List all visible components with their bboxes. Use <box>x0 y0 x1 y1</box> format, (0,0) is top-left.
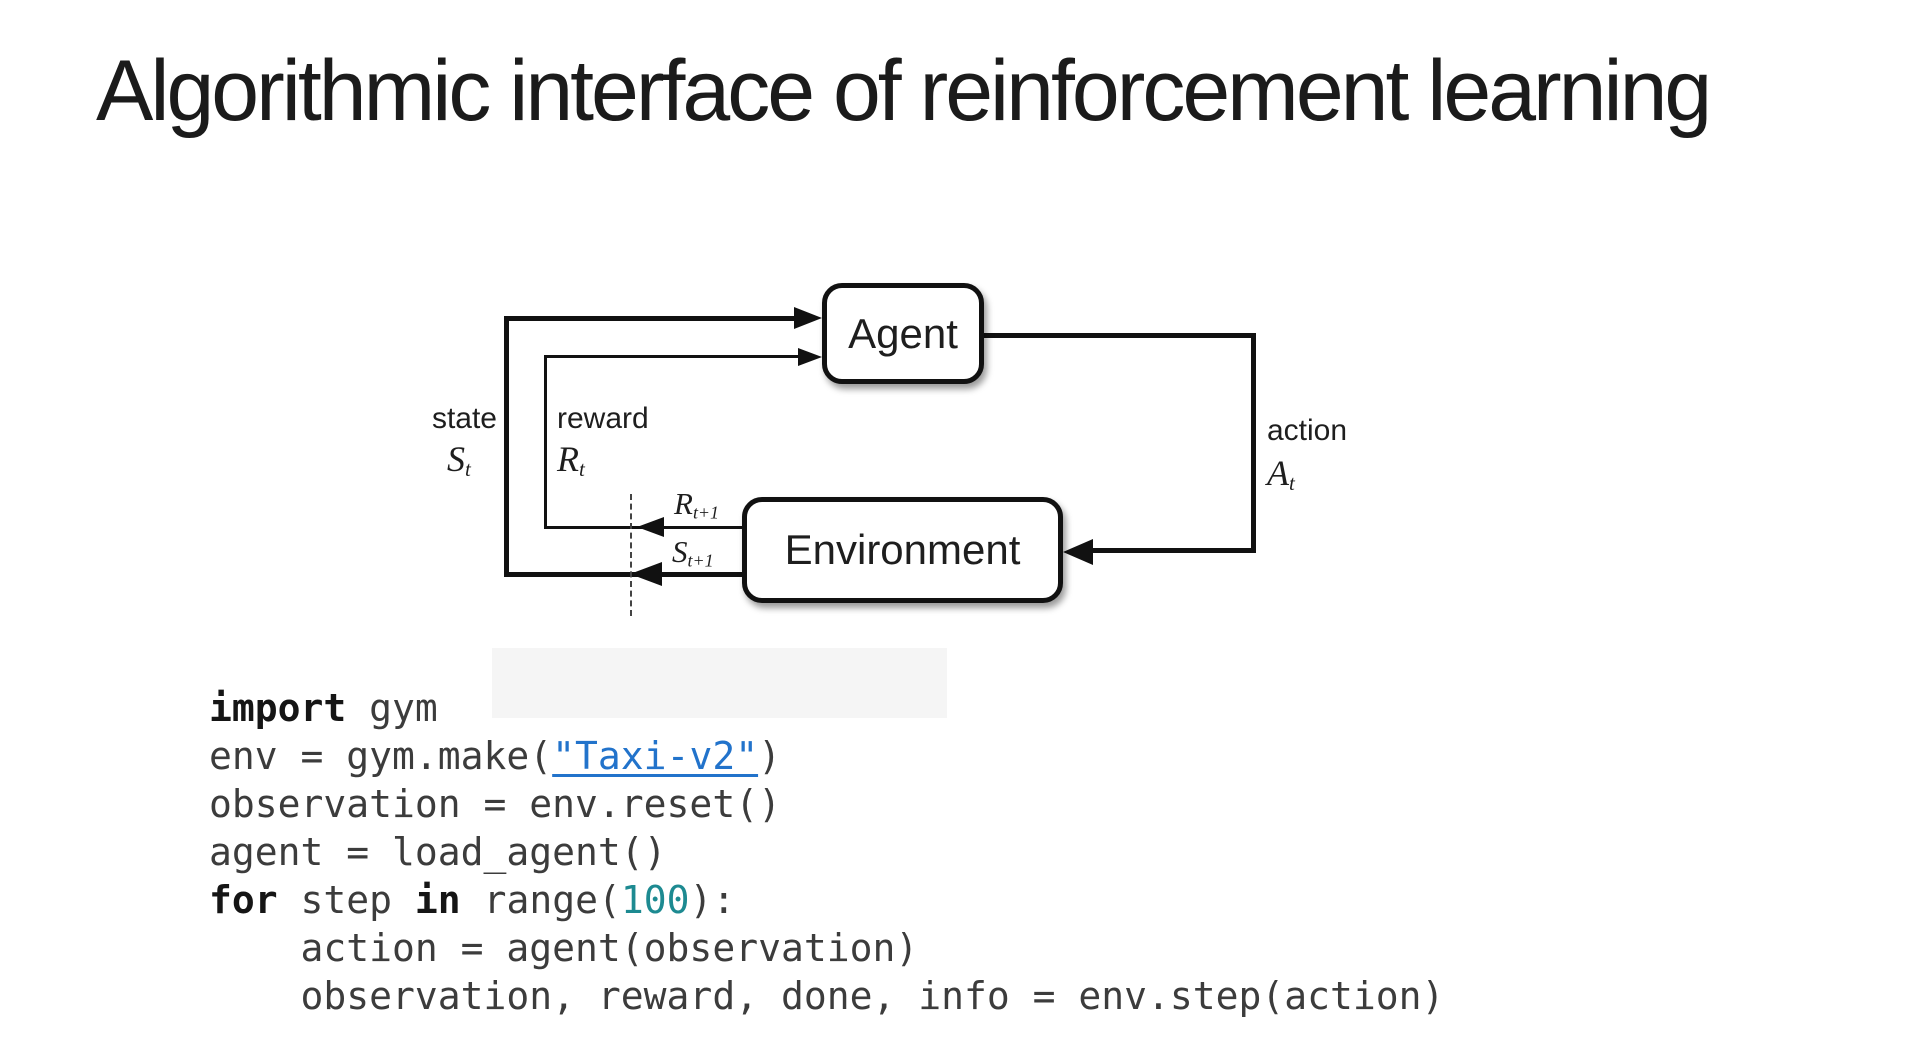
code-token-plain: observation = env.reset() <box>209 782 781 826</box>
reward-label: reward <box>557 402 649 435</box>
reward-line-top <box>544 355 798 358</box>
agent-node-label: Agent <box>848 309 958 357</box>
page-title: Algorithmic interface of reinforcement l… <box>96 43 1712 139</box>
environment-node: Environment <box>742 497 1063 603</box>
code-token-plain: ) <box>758 734 781 778</box>
code-line: observation, reward, done, info = env.st… <box>209 972 1445 1020</box>
environment-node-label: Environment <box>784 526 1021 573</box>
code-token-keyword: in <box>414 878 461 922</box>
code-line: for step in range(100): <box>209 876 1444 924</box>
code-token-keyword: for <box>209 878 278 922</box>
action-arrowhead-into-environment <box>1063 539 1093 565</box>
reward-subscript: t <box>579 457 585 482</box>
action-line-vertical <box>1251 333 1256 553</box>
state-line-vertical <box>504 316 509 577</box>
reward-line-vertical <box>544 355 547 529</box>
code-line: action = agent(observation) <box>209 924 1444 972</box>
next-state-line <box>504 572 743 577</box>
time-step-divider-dashed-line <box>630 494 632 616</box>
code-line: env = gym.make("Taxi-v2") <box>209 732 1444 780</box>
code-token-plain: env = gym.make( <box>209 734 553 778</box>
next-reward-subscript: t+1 <box>692 502 720 523</box>
next-state-symbol: St+1 <box>672 534 714 571</box>
code-line: agent = load_agent() <box>209 828 1444 876</box>
code-token-number: 100 <box>620 878 690 922</box>
reward-arrowhead-into-agent <box>798 348 822 366</box>
action-symbol: At <box>1267 453 1295 496</box>
code-token-plain: range( <box>460 878 621 922</box>
next-reward-symbol: Rt+1 <box>674 486 720 523</box>
code-token-plain: agent = load_agent() <box>209 830 667 874</box>
action-subscript: t <box>1289 471 1295 496</box>
taxi-v2-link[interactable]: "Taxi-v2" <box>552 734 759 778</box>
action-line-bottom <box>1093 548 1256 553</box>
code-line: observation = env.reset() <box>209 780 1444 828</box>
code-background-artifact <box>492 648 947 718</box>
code-line: import gym <box>209 684 1444 732</box>
state-line-top <box>504 316 794 321</box>
code-token-plain: action = agent(observation) <box>209 926 919 970</box>
code-token-plain: gym <box>346 686 438 730</box>
next-reward-arrowhead <box>637 517 664 537</box>
code-token-plain: ): <box>689 878 736 922</box>
next-state-arrowhead <box>630 562 662 586</box>
action-line-top <box>984 333 1256 338</box>
state-arrowhead-into-agent <box>794 307 822 329</box>
code-token-plain: observation, reward, done, info = env.st… <box>209 974 1445 1018</box>
state-symbol: St <box>447 439 471 482</box>
action-label: action <box>1267 414 1348 447</box>
next-state-subscript: t+1 <box>687 550 714 571</box>
state-subscript: t <box>465 457 471 482</box>
code-token-keyword: import <box>209 686 347 730</box>
agent-node: Agent <box>822 283 984 384</box>
reward-symbol: Rt <box>557 439 585 482</box>
code-token-plain: step <box>277 878 415 922</box>
state-label: state <box>431 402 497 435</box>
